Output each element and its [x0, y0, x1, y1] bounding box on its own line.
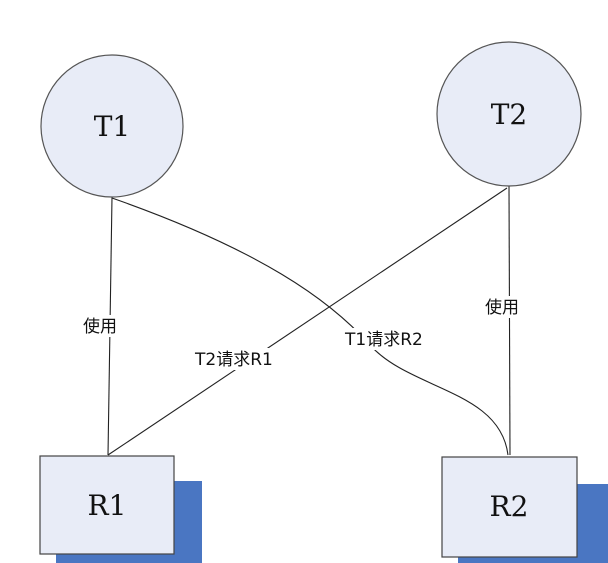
edge-label-t2-uses-r2: 使用 [485, 297, 519, 318]
edge-labels: 使用 使用 T2请求R1 T1请求R2 [82, 296, 534, 370]
node-t2-label: T2 [491, 98, 528, 131]
edge-label-t2-requests-r1: T2请求R1 [194, 350, 273, 370]
node-t1-label: T1 [94, 110, 131, 143]
edge-t2-uses-r2 [508, 185, 511, 456]
node-t1: T1 [40, 54, 184, 198]
edges [107, 185, 511, 456]
node-r1: R1 [39, 455, 202, 563]
node-r2: R2 [441, 456, 608, 563]
edge-t2-requests-r1 [107, 187, 508, 456]
node-r1-label: R1 [88, 489, 127, 522]
edge-t1-requests-r2 [111, 197, 509, 456]
edge-label-t1-requests-r2: T1请求R2 [344, 330, 423, 350]
edge-label-t1-uses-r1: 使用 [83, 316, 117, 337]
node-t2: T2 [436, 41, 582, 187]
node-r2-label: R2 [490, 490, 529, 523]
